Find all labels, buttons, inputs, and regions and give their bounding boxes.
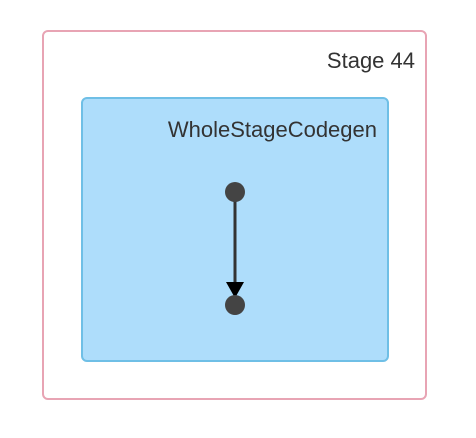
dag-node-1[interactable]: [225, 182, 245, 202]
stage-label: Stage 44: [326, 48, 415, 73]
arrowhead-icon: [226, 282, 244, 298]
dag-node-2[interactable]: [225, 295, 245, 315]
cluster-label: WholeStageCodegen: [167, 117, 377, 142]
